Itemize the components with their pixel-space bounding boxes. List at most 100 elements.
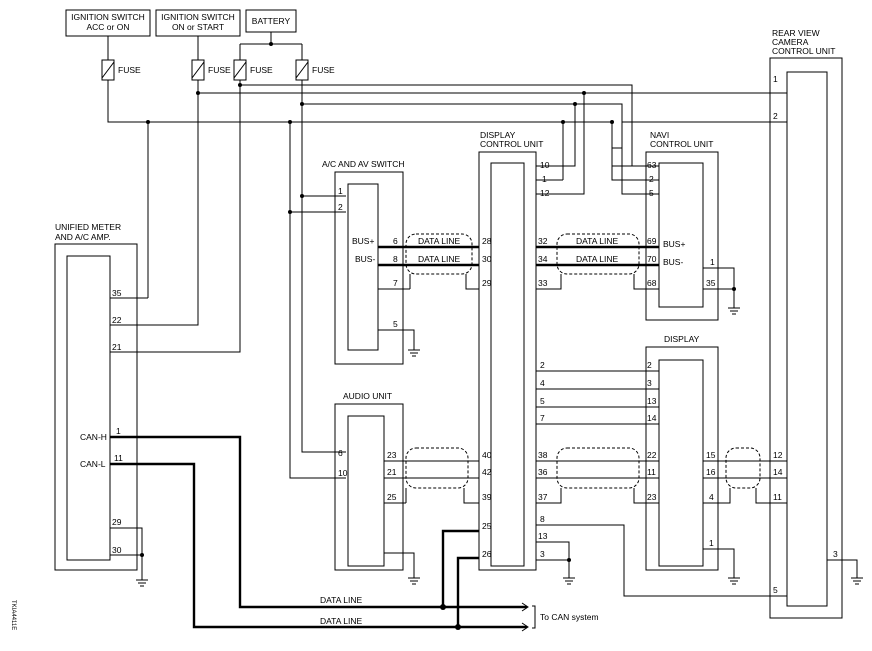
svg-text:11: 11 <box>647 467 656 477</box>
ground-symbol <box>851 577 863 585</box>
svg-text:UNIFIED METER: UNIFIED METER <box>55 222 121 232</box>
svg-text:6: 6 <box>393 236 398 246</box>
svg-text:BUS-: BUS- <box>663 257 683 267</box>
ground-symbol <box>136 579 148 587</box>
svg-text:28: 28 <box>482 236 492 246</box>
svg-text:35: 35 <box>706 278 716 288</box>
svg-text:5: 5 <box>540 396 545 406</box>
svg-text:22: 22 <box>647 450 657 460</box>
ac-av-switch-unit: A/C AND AV SWITCH 1 2 BUS+ BUS- 6 8 7 5 <box>322 159 405 365</box>
svg-text:1: 1 <box>710 257 715 267</box>
navi-control-unit: NAVI CONTROL UNIT 63 2 5 69 70 68 BUS+ B… <box>645 130 719 321</box>
svg-text:DATA LINE: DATA LINE <box>418 236 461 246</box>
svg-text:2: 2 <box>647 360 652 370</box>
svg-text:1: 1 <box>773 74 778 84</box>
svg-text:BUS-: BUS- <box>355 254 375 264</box>
ground-symbol <box>728 307 740 315</box>
can-l-data-line-label: DATA LINE <box>320 616 363 626</box>
svg-text:FUSE: FUSE <box>208 65 231 75</box>
svg-text:7: 7 <box>393 278 398 288</box>
svg-text:IGNITION SWITCH: IGNITION SWITCH <box>71 12 145 22</box>
svg-text:1: 1 <box>338 186 343 196</box>
svg-text:CAMERA: CAMERA <box>772 37 809 47</box>
fuse-ign-start: FUSE <box>191 59 231 81</box>
svg-text:3: 3 <box>833 549 838 559</box>
svg-text:CONTROL UNIT: CONTROL UNIT <box>480 139 543 149</box>
svg-text:69: 69 <box>647 236 657 246</box>
can-h-label: CAN-H <box>80 432 107 442</box>
svg-text:34: 34 <box>538 254 548 264</box>
svg-text:FUSE: FUSE <box>118 65 141 75</box>
can-h-data-line-label: DATA LINE <box>320 595 363 605</box>
svg-text:29: 29 <box>482 278 492 288</box>
svg-text:33: 33 <box>538 278 548 288</box>
svg-text:40: 40 <box>482 450 492 460</box>
svg-text:3: 3 <box>540 549 545 559</box>
svg-text:11: 11 <box>114 453 123 463</box>
unified-meter-unit: UNIFIED METER AND A/C AMP. 35 22 21 CAN-… <box>54 222 138 571</box>
svg-text:A/C AND AV SWITCH: A/C AND AV SWITCH <box>322 159 405 169</box>
ignition-acc-box: IGNITION SWITCH ACC or ON <box>65 9 151 37</box>
svg-text:21: 21 <box>387 467 397 477</box>
svg-text:4: 4 <box>540 378 545 388</box>
svg-text:5: 5 <box>773 585 778 595</box>
svg-text:68: 68 <box>647 278 657 288</box>
svg-text:12: 12 <box>540 188 550 198</box>
svg-text:70: 70 <box>647 254 657 264</box>
svg-text:36: 36 <box>538 467 548 477</box>
svg-text:38: 38 <box>538 450 548 460</box>
svg-text:10: 10 <box>540 160 550 170</box>
svg-text:39: 39 <box>482 492 492 502</box>
svg-text:NAVI: NAVI <box>650 130 669 140</box>
figure-id: TKIA4411E <box>10 600 16 630</box>
svg-text:DATA LINE: DATA LINE <box>576 254 619 264</box>
svg-text:63: 63 <box>647 160 657 170</box>
svg-text:11: 11 <box>773 492 782 502</box>
svg-text:5: 5 <box>649 188 654 198</box>
svg-text:6: 6 <box>338 448 343 458</box>
ground-symbol <box>408 577 420 585</box>
svg-text:8: 8 <box>393 254 398 264</box>
svg-text:DISPLAY: DISPLAY <box>480 130 516 140</box>
svg-text:IGNITION SWITCH: IGNITION SWITCH <box>161 12 235 22</box>
svg-text:25: 25 <box>387 492 397 502</box>
svg-text:30: 30 <box>482 254 492 264</box>
svg-text:37: 37 <box>538 492 548 502</box>
svg-text:12: 12 <box>773 450 783 460</box>
svg-text:ON or START: ON or START <box>172 22 224 32</box>
svg-text:14: 14 <box>773 467 783 477</box>
svg-text:16: 16 <box>706 467 716 477</box>
svg-text:14: 14 <box>647 413 657 423</box>
svg-text:30: 30 <box>112 545 122 555</box>
svg-text:23: 23 <box>387 450 397 460</box>
svg-text:3: 3 <box>647 378 652 388</box>
svg-text:2: 2 <box>540 360 545 370</box>
ground-symbol <box>728 577 740 585</box>
ground-symbol <box>408 349 420 357</box>
svg-text:29: 29 <box>112 517 122 527</box>
svg-text:8: 8 <box>540 514 545 524</box>
rear-view-camera-unit: REAR VIEW CAMERA CONTROL UNIT 1 2 12 14 … <box>769 28 843 619</box>
svg-text:CONTROL UNIT: CONTROL UNIT <box>650 139 713 149</box>
svg-text:7: 7 <box>540 413 545 423</box>
svg-text:2: 2 <box>773 111 778 121</box>
svg-text:23: 23 <box>647 492 657 502</box>
ground-symbol <box>563 577 575 585</box>
audio-unit: AUDIO UNIT 6 10 23 21 25 <box>334 391 404 571</box>
svg-text:13: 13 <box>538 531 548 541</box>
svg-text:CONTROL UNIT: CONTROL UNIT <box>772 46 835 56</box>
svg-text:AND A/C AMP.: AND A/C AMP. <box>55 232 111 242</box>
battery-box: BATTERY <box>245 9 297 33</box>
svg-text:REAR VIEW: REAR VIEW <box>772 28 820 38</box>
svg-text:BUS+: BUS+ <box>663 239 685 249</box>
svg-text:32: 32 <box>538 236 548 246</box>
svg-text:AUDIO UNIT: AUDIO UNIT <box>343 391 392 401</box>
fuse-ign-acc: FUSE <box>101 59 141 81</box>
svg-text:13: 13 <box>647 396 657 406</box>
svg-text:21: 21 <box>112 342 122 352</box>
to-can-system-label: To CAN system <box>540 612 599 622</box>
svg-text:4: 4 <box>709 492 714 502</box>
can-l-label: CAN-L <box>80 459 106 469</box>
svg-text:1: 1 <box>709 538 714 548</box>
